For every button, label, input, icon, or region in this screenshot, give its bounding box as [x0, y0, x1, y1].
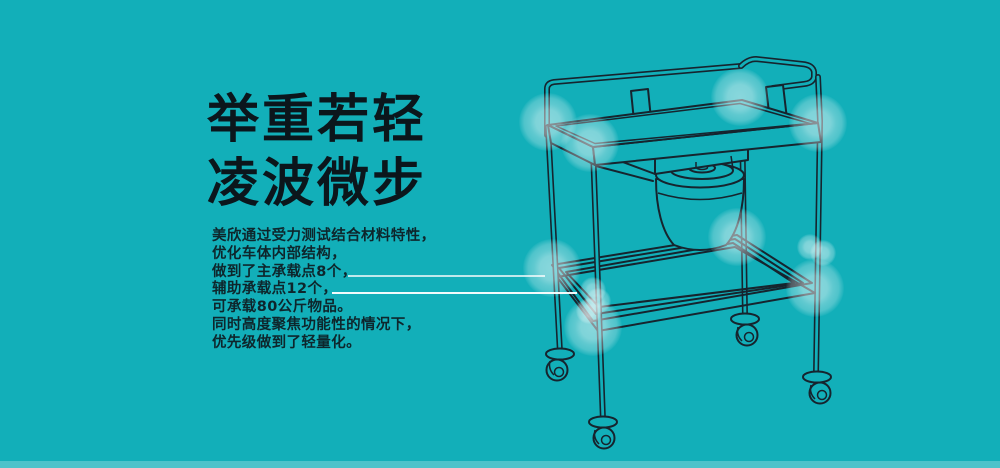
caster-wheel [730, 312, 760, 347]
caster-wheel [802, 370, 832, 405]
caster-wheel [588, 415, 618, 450]
headline-line-1: 举重若轻 [207, 90, 428, 150]
headline-line-2: 凌波微步 [207, 154, 428, 214]
paragraph-line: 美欣通过受力测试结合材料特性， [212, 228, 436, 244]
bottom-divider [0, 461, 1000, 468]
trolley-push-handle [741, 59, 814, 88]
leader-line-aux-load-point [332, 292, 577, 294]
paragraph-line: 同时高度聚焦功能性的情况下， [212, 316, 421, 333]
paragraph-line: 优先级做到了轻量化。 [212, 334, 361, 351]
trolley-illustration [505, 55, 832, 450]
leader-line-main-load-point [348, 275, 545, 277]
paragraph-line: 优化车体内部结构， [212, 245, 347, 262]
headline: 举重若轻 凌波微步 [207, 88, 427, 216]
waste-bucket [655, 161, 745, 251]
feature-paragraph: 美欣通过受力测试结合材料特性， 优化车体内部结构， 做到了主承载点8个， 辅助承… [212, 228, 436, 353]
paragraph-line: 可承载80公斤物品。 [212, 299, 353, 316]
paragraph-line: 做到了主承载点8个， [212, 263, 357, 280]
paragraph-line: 辅助承载点12个， [212, 281, 338, 298]
caster-wheel [545, 347, 575, 382]
lower-shelf [551, 234, 816, 332]
